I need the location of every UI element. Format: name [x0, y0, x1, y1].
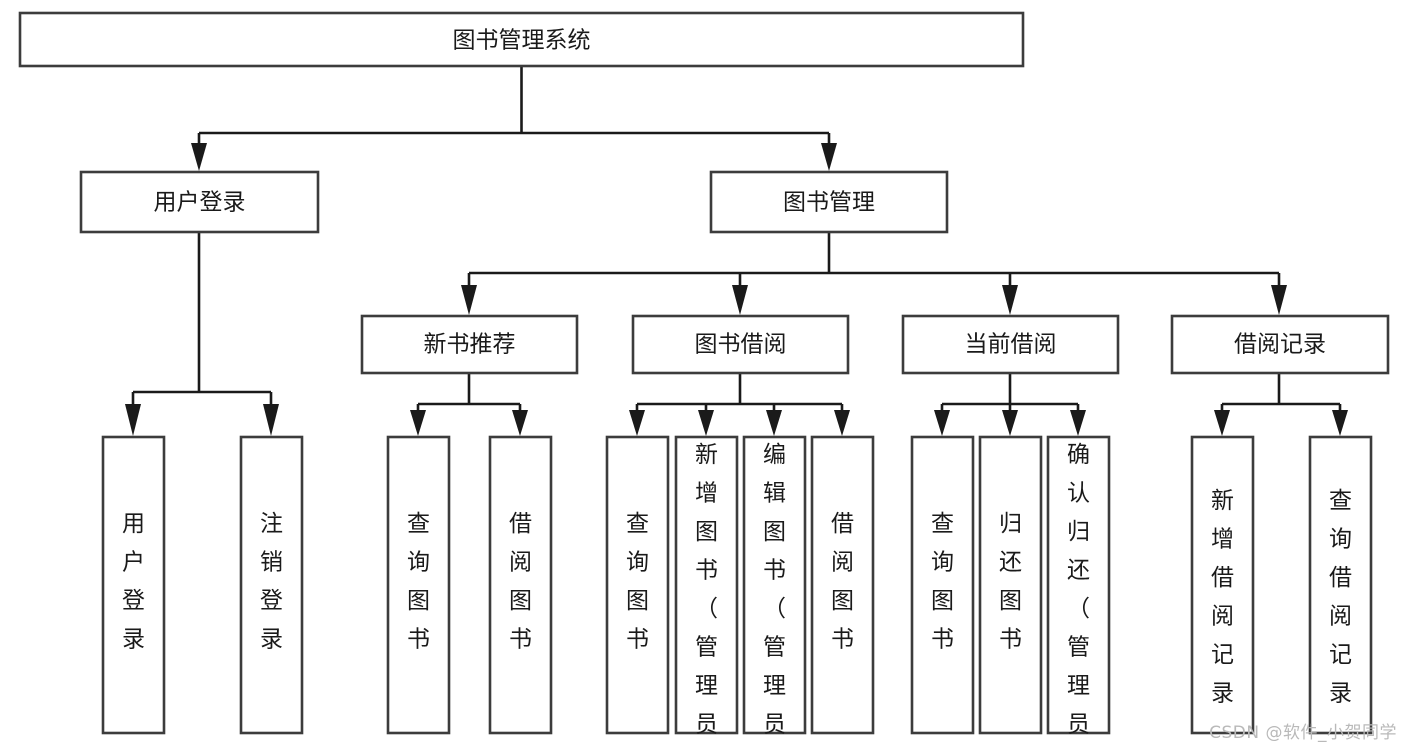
connector-group-root-to-level2	[191, 66, 837, 171]
arrowhead-user-login-leaf-1	[125, 404, 141, 436]
node-leaf-borrow-record-query-box[interactable]	[1308, 435, 1373, 735]
node-leaf-borrow-record-add[interactable]: 新增借阅记录	[1190, 435, 1255, 735]
arrowhead-book-borrow-leaf-2	[698, 410, 714, 436]
connector-group-book-mgmt-to-level3	[461, 232, 1287, 315]
node-user-login-box[interactable]	[79, 170, 320, 234]
connector-group-borrow-record-to-leaves	[1214, 373, 1348, 436]
node-book-management[interactable]: 图书管理	[709, 170, 949, 234]
arrowhead-new-book-leaf-2	[512, 410, 528, 436]
arrowhead-new-book-leaf-1	[410, 410, 426, 436]
node-leaf-new-book-query-box[interactable]	[386, 435, 451, 735]
node-leaf-user-login-logout-box[interactable]	[239, 435, 304, 735]
node-leaf-current-borrow-confirm-box[interactable]	[1046, 435, 1111, 735]
arrowhead-root-to-user-login	[191, 143, 207, 171]
node-leaf-new-book-borrow-label: 借阅图书	[509, 511, 532, 653]
node-leaf-current-borrow-confirm-label: 确认归还（管理员）	[1067, 442, 1090, 747]
arrowhead-level3-1	[461, 285, 477, 315]
node-leaf-current-borrow-query-box[interactable]	[910, 435, 975, 735]
node-new-book-recommend[interactable]: 新书推荐	[360, 314, 579, 375]
node-leaf-current-borrow-query[interactable]: 查询图书	[910, 435, 975, 735]
node-leaf-current-borrow-query-label: 查询图书	[931, 511, 954, 653]
node-leaf-current-borrow-confirm[interactable]: 确认归还（管理员）	[1046, 435, 1111, 747]
node-leaf-book-borrow-edit-label: 编辑图书（管理员）	[763, 442, 786, 747]
node-leaf-user-login-login-label: 用户登录	[122, 511, 145, 653]
arrowhead-book-borrow-leaf-1	[629, 410, 645, 436]
node-leaf-book-borrow-query-box[interactable]	[605, 435, 670, 735]
node-book-borrow-label: 图书借阅	[695, 332, 787, 358]
arrowhead-level3-2	[732, 285, 748, 315]
node-borrow-record-box[interactable]	[1170, 314, 1390, 375]
node-leaf-current-borrow-return-label: 归还图书	[999, 511, 1022, 653]
node-user-login[interactable]: 用户登录	[79, 170, 320, 234]
node-leaf-new-book-query[interactable]: 查询图书	[386, 435, 451, 735]
node-leaf-book-borrow-add-box[interactable]	[674, 435, 739, 735]
arrowhead-current-borrow-leaf-2	[1002, 410, 1018, 436]
node-leaf-user-login-logout-label: 注销登录	[260, 511, 283, 653]
node-leaf-borrow-record-query[interactable]: 查询借阅记录	[1308, 435, 1373, 735]
arrowhead-current-borrow-leaf-1	[934, 410, 950, 436]
connector-group-new-book-to-leaves	[410, 373, 528, 436]
node-leaf-book-borrow-borrow-label: 借阅图书	[831, 511, 854, 653]
arrowhead-level3-3	[1002, 285, 1018, 315]
connector-group-current-borrow-to-leaves	[934, 373, 1086, 436]
node-leaf-new-book-borrow-box[interactable]	[488, 435, 553, 735]
node-leaf-book-borrow-edit-box[interactable]	[742, 435, 807, 735]
node-root-system[interactable]: 图书管理系统	[18, 11, 1025, 68]
node-leaf-book-borrow-query[interactable]: 查询图书	[605, 435, 670, 735]
node-book-borrow[interactable]: 图书借阅	[631, 314, 850, 375]
node-book-management-box[interactable]	[709, 170, 949, 234]
node-leaf-book-borrow-borrow-box[interactable]	[810, 435, 875, 735]
node-current-borrow-label: 当前借阅	[965, 332, 1057, 358]
node-root-system-box[interactable]	[18, 11, 1025, 68]
node-user-login-label: 用户登录	[154, 190, 246, 216]
node-book-management-label: 图书管理	[783, 190, 875, 216]
node-leaf-book-borrow-edit[interactable]: 编辑图书（管理员）	[742, 435, 807, 747]
node-leaf-new-book-borrow[interactable]: 借阅图书	[488, 435, 553, 735]
node-leaf-borrow-record-query-label: 查询借阅记录	[1329, 488, 1352, 707]
node-leaf-current-borrow-return[interactable]: 归还图书	[978, 435, 1043, 735]
node-current-borrow-box[interactable]	[901, 314, 1120, 375]
arrowhead-book-borrow-leaf-3	[766, 410, 782, 436]
node-borrow-record[interactable]: 借阅记录	[1170, 314, 1390, 375]
node-root-system-label: 图书管理系统	[453, 28, 591, 54]
node-leaf-borrow-record-add-label: 新增借阅记录	[1211, 488, 1234, 707]
connector-group-user-login-to-leaves	[125, 232, 279, 436]
node-leaf-user-login-login-box[interactable]	[101, 435, 166, 735]
node-book-borrow-box[interactable]	[631, 314, 850, 375]
node-new-book-recommend-box[interactable]	[360, 314, 579, 375]
arrowhead-current-borrow-leaf-3	[1070, 410, 1086, 436]
node-leaf-book-borrow-query-label: 查询图书	[626, 511, 649, 653]
csdn-watermark: CSDN @软件_小贺同学	[1209, 723, 1397, 743]
node-leaf-book-borrow-add-label: 新增图书（管理员）	[695, 442, 718, 747]
node-leaf-current-borrow-return-box[interactable]	[978, 435, 1043, 735]
node-leaf-book-borrow-add[interactable]: 新增图书（管理员）	[674, 435, 739, 747]
node-leaf-book-borrow-borrow[interactable]: 借阅图书	[810, 435, 875, 735]
node-leaf-new-book-query-label: 查询图书	[407, 511, 430, 653]
node-leaf-borrow-record-add-box[interactable]	[1190, 435, 1255, 735]
arrowhead-level3-4	[1271, 285, 1287, 315]
node-borrow-record-label: 借阅记录	[1234, 332, 1326, 358]
connector-group-book-borrow-to-leaves	[629, 373, 850, 436]
arrowhead-borrow-record-leaf-1	[1214, 410, 1230, 436]
node-new-book-recommend-label: 新书推荐	[424, 332, 516, 358]
node-leaf-user-login-logout[interactable]: 注销登录	[239, 435, 304, 735]
arrowhead-root-to-book-mgmt	[821, 143, 837, 171]
arrowhead-book-borrow-leaf-4	[834, 410, 850, 436]
arrowhead-user-login-leaf-2	[263, 404, 279, 436]
node-current-borrow[interactable]: 当前借阅	[901, 314, 1120, 375]
arrowhead-borrow-record-leaf-2	[1332, 410, 1348, 436]
node-leaf-user-login-login[interactable]: 用户登录	[101, 435, 166, 735]
